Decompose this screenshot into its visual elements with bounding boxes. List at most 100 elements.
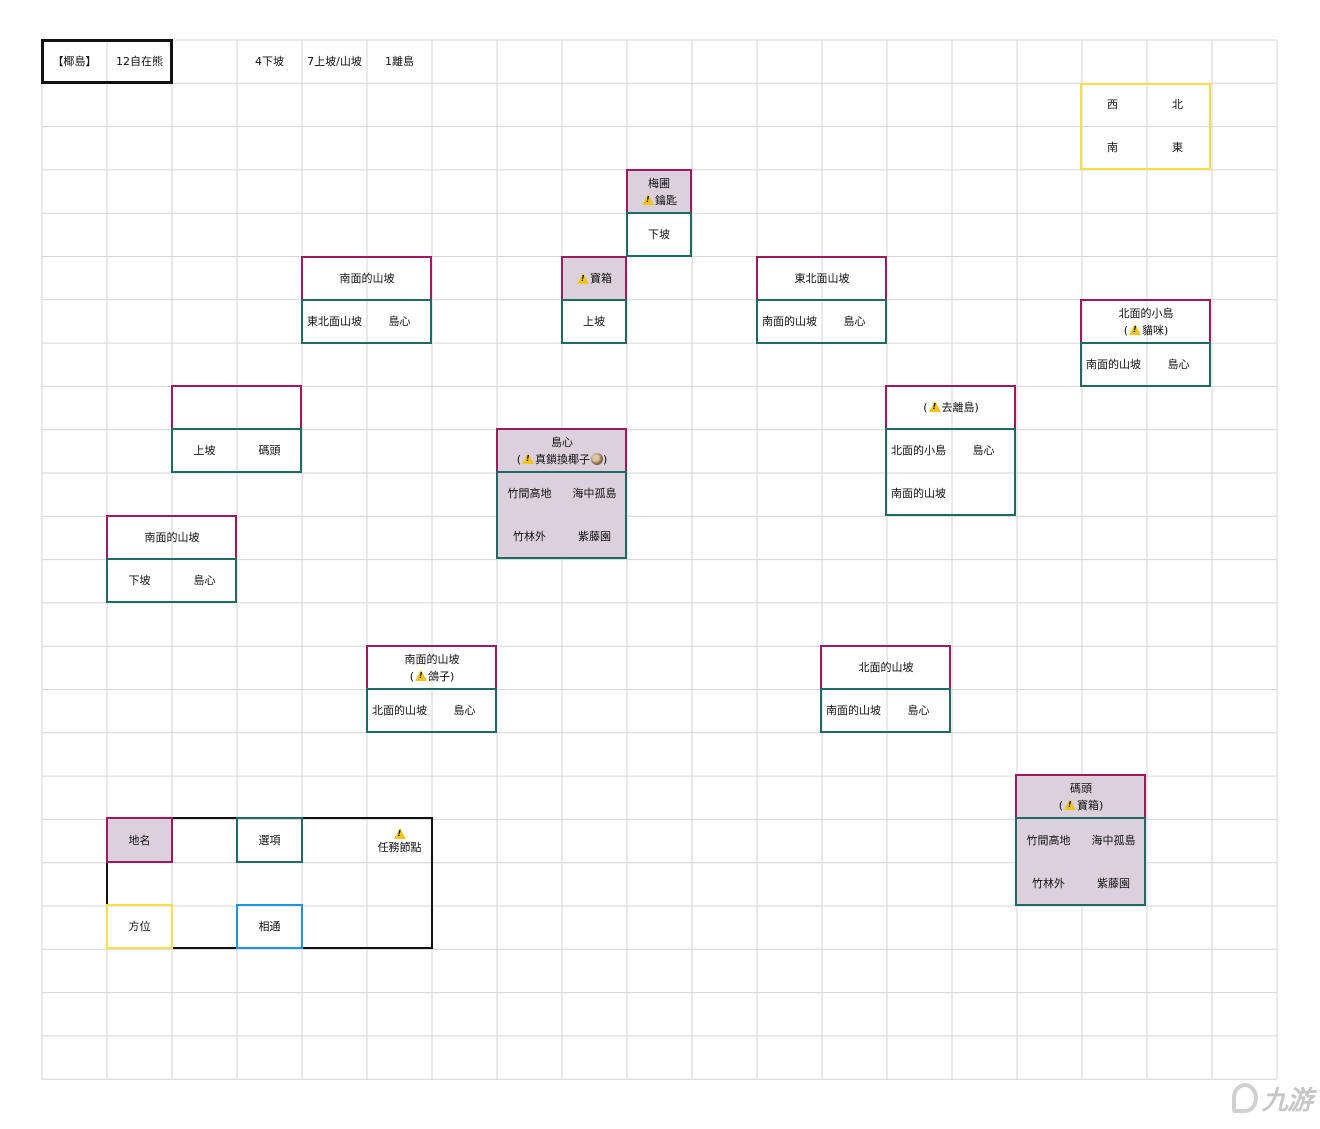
node-plum-options (626, 212, 692, 257)
option-south-slope[interactable]: 南面的山坡 (826, 704, 881, 717)
coconut-icon (591, 452, 603, 465)
warning-icon (522, 452, 534, 464)
node-south-slope-dove-title-text: 南面的山坡 (404, 652, 460, 666)
logo-ring (1231, 1083, 1258, 1113)
option-island-heart[interactable]: 島心 (193, 574, 216, 587)
option-island-heart[interactable]: 島心 (388, 315, 411, 328)
node-south-slope-top-title: 南面的山坡 (339, 272, 395, 285)
node-pier-item-text: 寶箱 (1077, 798, 1099, 812)
node-south-slope-dove-options (366, 688, 497, 733)
option-down[interactable]: 下坡 (128, 574, 151, 587)
node-blank-header (171, 385, 302, 430)
node-north-slope-options (820, 688, 951, 733)
option-outside-bamboo[interactable]: 竹林外 (513, 530, 546, 543)
node-north-islet-title-text: 北面的小島 (1118, 306, 1174, 320)
node-north-slope-title: 北面的山坡 (858, 661, 914, 674)
node-blank-options (171, 428, 302, 473)
node-to-islet-item: (去離島) (923, 399, 979, 416)
island-count: 1離島 (385, 55, 414, 68)
node-plum-title: 梅圃 鑰匙 (626, 170, 692, 213)
option-up[interactable]: 上坡 (193, 444, 216, 457)
option-bamboo-highland[interactable]: 竹間高地 (507, 487, 552, 500)
node-south-slope-left-options (106, 558, 237, 603)
option-sea-islet[interactable]: 海中孤島 (572, 487, 617, 500)
node-ne-slope-options (756, 299, 887, 344)
legend-direction: 方位 (128, 920, 151, 933)
node-chest-options (561, 299, 627, 344)
node-pier-title: 碼頭 (寶箱) (1016, 775, 1146, 818)
legend-task-node: 任務節點 (367, 820, 432, 864)
jiuyou-logo-icon: 九游 (1228, 1073, 1316, 1123)
node-to-islet-item-text: 去離島 (941, 401, 975, 414)
legend-place-name: 地名 (128, 833, 151, 847)
option-south-slope[interactable]: 南面的山坡 (1086, 358, 1141, 371)
compass-west: 西 (1107, 98, 1118, 111)
legend-connected: 相通 (258, 920, 281, 933)
node-north-islet-options (1080, 342, 1211, 387)
option-pier[interactable]: 碼頭 (258, 444, 281, 457)
node-south-slope-top-options (301, 299, 432, 344)
option-north-slope[interactable]: 北面的山坡 (372, 704, 427, 717)
option-island-heart[interactable]: 島心 (453, 704, 476, 717)
option-island-heart[interactable]: 島心 (843, 315, 866, 328)
option-south-slope[interactable]: 南面的山坡 (762, 315, 817, 328)
node-pier-item: (寶箱) (1059, 797, 1103, 814)
node-island-heart-options (496, 471, 627, 559)
node-chest-item: 寶箱 (590, 272, 612, 285)
node-north-islet-item-text: 貓咪 (1142, 323, 1164, 337)
node-to-islet-title: (去離島) (886, 386, 1016, 429)
warning-icon (1129, 323, 1141, 335)
node-plum-item: 鑰匙 (641, 192, 677, 209)
node-island-heart-item: (真鎖換椰子) (517, 451, 607, 468)
node-south-slope-dove-item-text: 鴿子 (428, 669, 450, 683)
node-south-slope-left-title: 南面的山坡 (144, 531, 200, 544)
option-sea-islet[interactable]: 海中孤島 (1091, 833, 1136, 847)
node-plum-title-text: 梅圃 (648, 176, 670, 190)
legend-option: 選項 (258, 833, 281, 847)
warning-icon (415, 669, 427, 681)
node-south-slope-dove-item: (鴿子) (410, 668, 454, 685)
map-title: 【椰島】 (52, 55, 97, 68)
compass-north: 北 (1172, 98, 1183, 111)
legend-option-swatch (236, 817, 303, 863)
option-chest-up[interactable]: 上坡 (583, 315, 605, 328)
option-island-heart[interactable]: 島心 (972, 444, 995, 457)
option-bamboo-highland[interactable]: 竹間高地 (1026, 833, 1071, 847)
node-island-heart-title-text: 島心 (551, 435, 573, 449)
node-south-slope-dove-title: 南面的山坡 (鴿子) (367, 646, 497, 689)
warning-icon (393, 828, 406, 839)
node-chest-title: 寶箱 (561, 257, 627, 300)
option-south-slope[interactable]: 南面的山坡 (891, 487, 946, 500)
option-wisteria-garden[interactable]: 紫藤園 (578, 530, 611, 543)
node-pier-header (1015, 774, 1146, 819)
option-plum-down[interactable]: 下坡 (648, 228, 670, 241)
option-ne-slope[interactable]: 東北面山坡 (307, 315, 362, 328)
node-ne-slope-title: 東北面山坡 (794, 272, 850, 285)
node-pier-title-text: 碼頭 (1070, 781, 1092, 795)
up-count: 7上坡/山坡 (307, 55, 362, 68)
option-wisteria-garden[interactable]: 紫藤園 (1097, 877, 1130, 890)
warning-icon (1064, 798, 1076, 810)
node-pier-options (1015, 817, 1146, 906)
warning-icon (577, 273, 589, 284)
option-north-islet[interactable]: 北面的小島 (891, 444, 946, 457)
option-outside-bamboo[interactable]: 竹林外 (1032, 877, 1065, 890)
node-to-islet-options (885, 428, 1016, 516)
node-island-heart-item-text: 真鎖換椰子 (535, 452, 590, 466)
legend-place-swatch (106, 817, 173, 863)
warning-icon (928, 401, 941, 412)
legend-connected-swatch (236, 904, 303, 949)
option-island-heart[interactable]: 島心 (907, 704, 930, 717)
legend-direction-swatch (106, 904, 173, 949)
title-box (41, 39, 173, 84)
down-count: 4下坡 (255, 55, 284, 68)
node-chest-header (561, 256, 627, 301)
bear-count: 12自在熊 (116, 55, 163, 68)
node-plum-item-text: 鑰匙 (655, 193, 677, 207)
node-north-islet-item: (貓咪) (1124, 322, 1168, 339)
compass-south: 南 (1107, 141, 1118, 154)
option-island-heart[interactable]: 島心 (1167, 358, 1190, 371)
node-north-islet-title: 北面的小島 (貓咪) (1081, 300, 1211, 343)
warning-icon (642, 193, 654, 205)
legend-task-node-text: 任務節點 (377, 841, 422, 854)
